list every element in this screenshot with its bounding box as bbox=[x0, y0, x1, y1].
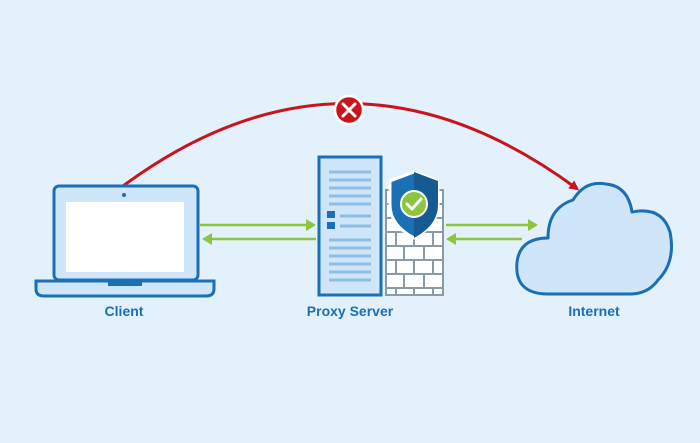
internet-label: Internet bbox=[568, 303, 620, 319]
laptop-icon bbox=[34, 184, 216, 298]
proxy-internet-arrows bbox=[446, 219, 538, 245]
proxy-server-label: Proxy Server bbox=[306, 303, 394, 319]
cloud-icon bbox=[515, 181, 673, 296]
blocked-cross-icon bbox=[333, 94, 365, 126]
client-label: Client bbox=[104, 303, 144, 319]
server-icon bbox=[317, 155, 383, 297]
shield-check-icon bbox=[388, 170, 440, 240]
client-proxy-arrows bbox=[200, 219, 316, 245]
